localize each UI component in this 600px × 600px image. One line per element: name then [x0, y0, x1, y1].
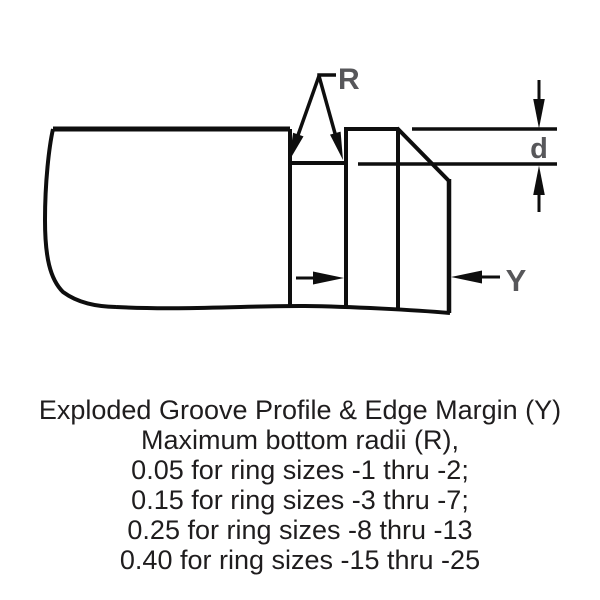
groove-depth-dimension: d	[358, 80, 557, 212]
radius-label: R	[338, 63, 360, 96]
shaft-left-curved-edge	[42, 128, 117, 309]
edge-margin-dimension: Y	[296, 263, 527, 298]
edge-margin-right-arrowhead	[451, 270, 482, 284]
caption-radii-rule-2: 0.15 for ring sizes -3 thru -7;	[131, 485, 469, 515]
radius-leader-right-line	[317, 75, 338, 138]
exploded-groove-diagram: R d Y	[42, 63, 557, 315]
radius-right-arrowhead	[330, 131, 343, 160]
caption-subtitle: Maximum bottom radii (R),	[140, 425, 460, 455]
caption: Exploded Groove Profile & Edge Margin (Y…	[0, 395, 600, 575]
radius-leader: R	[289, 63, 360, 161]
part-outlines	[42, 126, 452, 315]
depth-top-arrowhead	[533, 99, 545, 129]
edge-margin-left-arrowhead	[313, 271, 344, 285]
depth-bottom-arrowhead	[533, 165, 545, 195]
caption-radii-rule-3: 0.25 for ring sizes -8 thru -13	[127, 515, 473, 545]
radius-leader-elbow	[317, 73, 336, 78]
caption-radii-rule-4: 0.40 for ring sizes -15 thru -25	[119, 545, 481, 575]
radius-left-arrowhead	[289, 132, 304, 161]
edge-margin-label: Y	[506, 263, 527, 298]
caption-radii-rule-1: 0.05 for ring sizes -1 thru -2;	[131, 455, 469, 485]
chamfer-edge	[395, 126, 451, 183]
bottom-break-edge	[115, 303, 451, 315]
radius-leader-left-line	[295, 75, 321, 139]
groove-depth-label: d	[530, 133, 548, 165]
caption-title: Exploded Groove Profile & Edge Margin (Y…	[38, 395, 562, 425]
